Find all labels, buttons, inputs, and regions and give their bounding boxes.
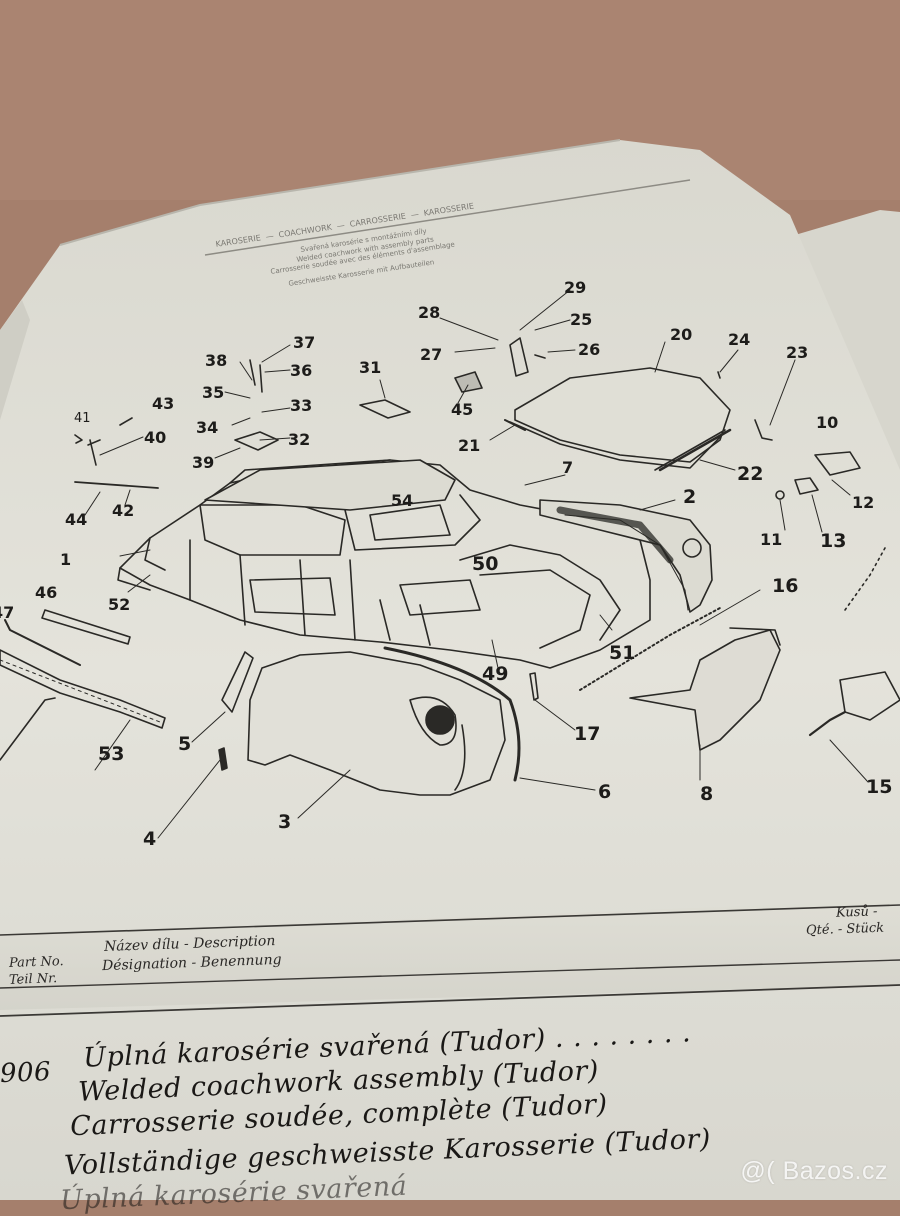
callout-35: 35 bbox=[202, 383, 225, 402]
callout-8: 8 bbox=[700, 783, 714, 805]
callout-10: 10 bbox=[816, 413, 839, 432]
callout-42: 42 bbox=[112, 501, 135, 520]
callout-52: 52 bbox=[108, 595, 131, 614]
callout-32: 32 bbox=[288, 430, 311, 449]
roof-panel bbox=[204, 459, 456, 511]
entry-part-no: 906 bbox=[0, 1056, 52, 1090]
callout-49: 49 bbox=[482, 663, 509, 685]
callout-41: 41 bbox=[74, 411, 91, 426]
callout-37: 37 bbox=[293, 333, 316, 352]
callout-24: 24 bbox=[728, 330, 751, 349]
callout-1: 1 bbox=[60, 550, 72, 569]
callout-39: 39 bbox=[192, 453, 215, 472]
rear-bumper bbox=[629, 629, 781, 751]
callout-31: 31 bbox=[359, 358, 382, 377]
qty-label-1: Kusů - bbox=[835, 904, 878, 921]
rear-hood bbox=[514, 367, 731, 463]
callout-13: 13 bbox=[820, 530, 847, 552]
callout-21: 21 bbox=[458, 436, 481, 455]
part-no-label: Part No. bbox=[8, 954, 64, 971]
rear-fender bbox=[539, 499, 713, 613]
callout-45: 45 bbox=[451, 400, 474, 419]
callout-46: 46 bbox=[35, 583, 58, 602]
callout-12: 12 bbox=[852, 493, 875, 512]
callout-22: 22 bbox=[737, 463, 764, 485]
exploded-diagram bbox=[0, 289, 900, 839]
callout-44: 44 bbox=[65, 510, 88, 529]
teil-nr-label: Teil Nr. bbox=[8, 971, 58, 988]
callout-47: 47 bbox=[0, 603, 15, 622]
callout-3: 3 bbox=[278, 811, 292, 833]
callout-25: 25 bbox=[570, 310, 593, 329]
callout-28: 28 bbox=[418, 303, 441, 322]
callout-4: 4 bbox=[143, 828, 157, 850]
callout-51: 51 bbox=[609, 642, 636, 664]
callout-53: 53 bbox=[98, 743, 125, 765]
callout-20: 20 bbox=[670, 325, 693, 344]
callout-27: 27 bbox=[420, 345, 443, 364]
callout-54: 54 bbox=[391, 491, 414, 510]
bazos-watermark: @( Bazos.cz bbox=[740, 1157, 888, 1185]
callout-29: 29 bbox=[564, 278, 587, 297]
callout-43: 43 bbox=[152, 394, 175, 413]
callout-2: 2 bbox=[683, 486, 697, 508]
callout-38: 38 bbox=[205, 351, 228, 370]
callout-34: 34 bbox=[196, 418, 219, 437]
callout-33: 33 bbox=[290, 396, 313, 415]
callout-5: 5 bbox=[178, 733, 192, 755]
callout-15: 15 bbox=[866, 776, 893, 798]
callout-7: 7 bbox=[562, 458, 574, 477]
callout-11: 11 bbox=[760, 530, 783, 549]
callout-23: 23 bbox=[786, 343, 809, 362]
callout-50: 50 bbox=[472, 553, 499, 575]
callout-6: 6 bbox=[598, 781, 612, 803]
front-fender bbox=[247, 651, 506, 796]
callout-17: 17 bbox=[574, 723, 601, 745]
callout-16: 16 bbox=[772, 575, 799, 597]
callout-40: 40 bbox=[144, 428, 167, 447]
qty-label-2: Qté. - Stück bbox=[805, 920, 885, 939]
callout-36: 36 bbox=[290, 361, 313, 380]
callout-26: 26 bbox=[578, 340, 601, 359]
